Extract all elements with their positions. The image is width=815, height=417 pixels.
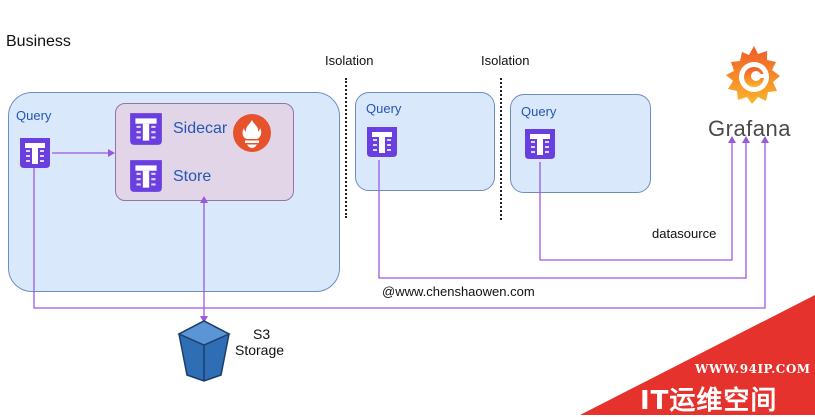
grafana-logo-text: Grafana [708, 116, 791, 141]
wire-isolated1-to-grafana [378, 136, 750, 279]
wire-isolated2-to-grafana [539, 136, 736, 261]
sidecar-label: Sidecar [173, 120, 228, 137]
watermark-url: WWW.94IP.COM [695, 362, 811, 376]
thanos-icon[interactable] [128, 158, 164, 194]
page-title: Business [6, 33, 71, 50]
datasource-label: datasource [652, 226, 717, 241]
isolation-label-1: Isolation [325, 53, 374, 68]
grafana-icon [726, 46, 780, 104]
storage-label-line2: Storage [235, 342, 285, 358]
isolation-label-2: Isolation [481, 53, 530, 68]
isolation-divider-2 [500, 78, 502, 220]
wire-business-to-grafana [33, 136, 769, 309]
storage-label-line1: S3 [253, 326, 271, 342]
thanos-icon[interactable] [128, 111, 164, 147]
store-label: Store [173, 168, 212, 185]
isolated-query-label-2: Query [521, 104, 557, 119]
prometheus-icon [233, 114, 271, 152]
watermark-banner [580, 295, 815, 415]
thanos-icon[interactable] [18, 136, 52, 170]
isolation-divider-1 [345, 78, 347, 218]
thanos-icon[interactable] [523, 127, 557, 161]
s3-bucket-icon [177, 320, 231, 382]
footer-url[interactable]: @www.chenshaowen.com [382, 284, 535, 299]
business-query-label: Query [16, 108, 52, 123]
isolated-query-label-1: Query [366, 101, 402, 116]
watermark-text: IT运维空间 [640, 386, 778, 416]
thanos-icon[interactable] [365, 125, 399, 159]
